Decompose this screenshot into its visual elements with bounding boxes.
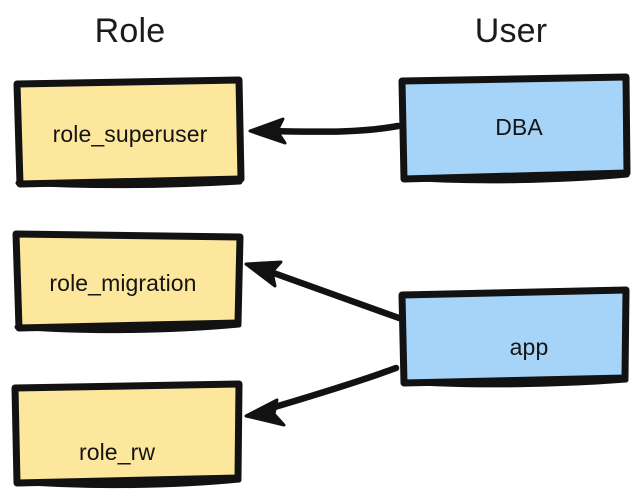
node-label: DBA (495, 113, 543, 140)
node-role-migration[interactable]: role_migration (10, 228, 244, 334)
column-heading-user: User (474, 12, 548, 50)
node-dba[interactable]: DBA (396, 73, 631, 184)
node-label: role_rw (78, 438, 156, 465)
node-role-superuser[interactable]: role_superuser (12, 76, 245, 189)
column-heading-role: Role (94, 12, 166, 50)
node-label: role_migration (49, 269, 197, 296)
edge-app-to-role-migration (244, 260, 403, 322)
node-role-rw-shape (11, 380, 243, 489)
edge-app-to-role-rw (244, 364, 400, 427)
edge-dba-to-role-superuser (248, 117, 402, 145)
node-app[interactable]: app (396, 286, 630, 388)
node-role-rw[interactable]: role_rw (8, 380, 244, 490)
node-label: role_superuser (52, 120, 208, 147)
node-label: app (509, 333, 549, 360)
